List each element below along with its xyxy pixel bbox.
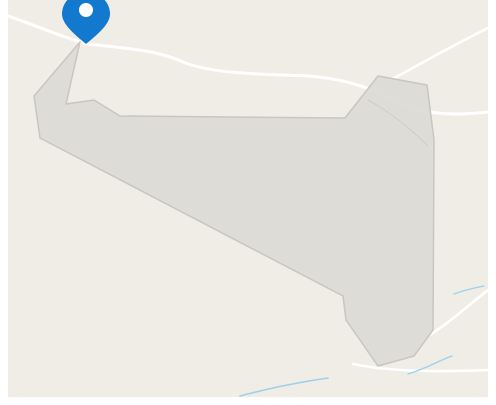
stream-southeast <box>407 355 453 375</box>
road-south-branch <box>426 288 488 338</box>
map-viewport[interactable] <box>8 0 488 397</box>
area-inner-ridge <box>367 99 429 147</box>
stream-south <box>239 377 329 397</box>
highlighted-area-polygon[interactable] <box>33 41 435 367</box>
location-pin-icon[interactable] <box>62 0 110 44</box>
map-canvas[interactable] <box>8 0 488 397</box>
water-layer <box>239 285 485 397</box>
location-pin-body <box>62 0 110 44</box>
location-pin-dot <box>79 3 93 17</box>
stream-east <box>453 285 485 295</box>
